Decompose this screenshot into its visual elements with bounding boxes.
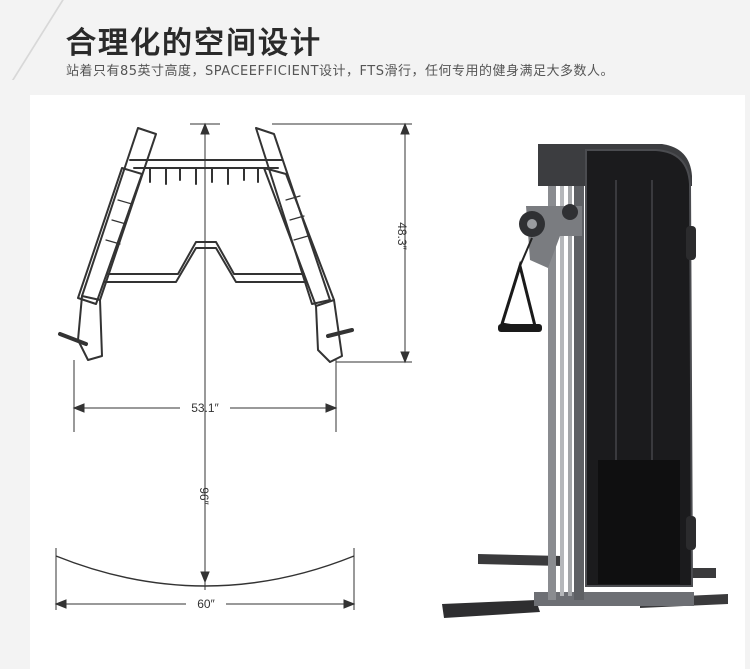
machine-top-view-drawing	[58, 127, 354, 363]
page-subtitle: 站着只有85英寸高度，SPACEEFFICIENT设计，FTS滑行，任何专用的健…	[66, 64, 614, 79]
dimension-arc-label: 60″	[197, 597, 215, 611]
dimension-width-label: 53.1″	[191, 401, 219, 415]
dimension-height-label: 48.3″	[395, 222, 409, 250]
dimension-depth-label: 96″	[197, 487, 211, 505]
page-title: 合理化的空间设计	[66, 26, 322, 61]
dimension-lines	[54, 122, 412, 610]
product-image	[442, 144, 728, 618]
